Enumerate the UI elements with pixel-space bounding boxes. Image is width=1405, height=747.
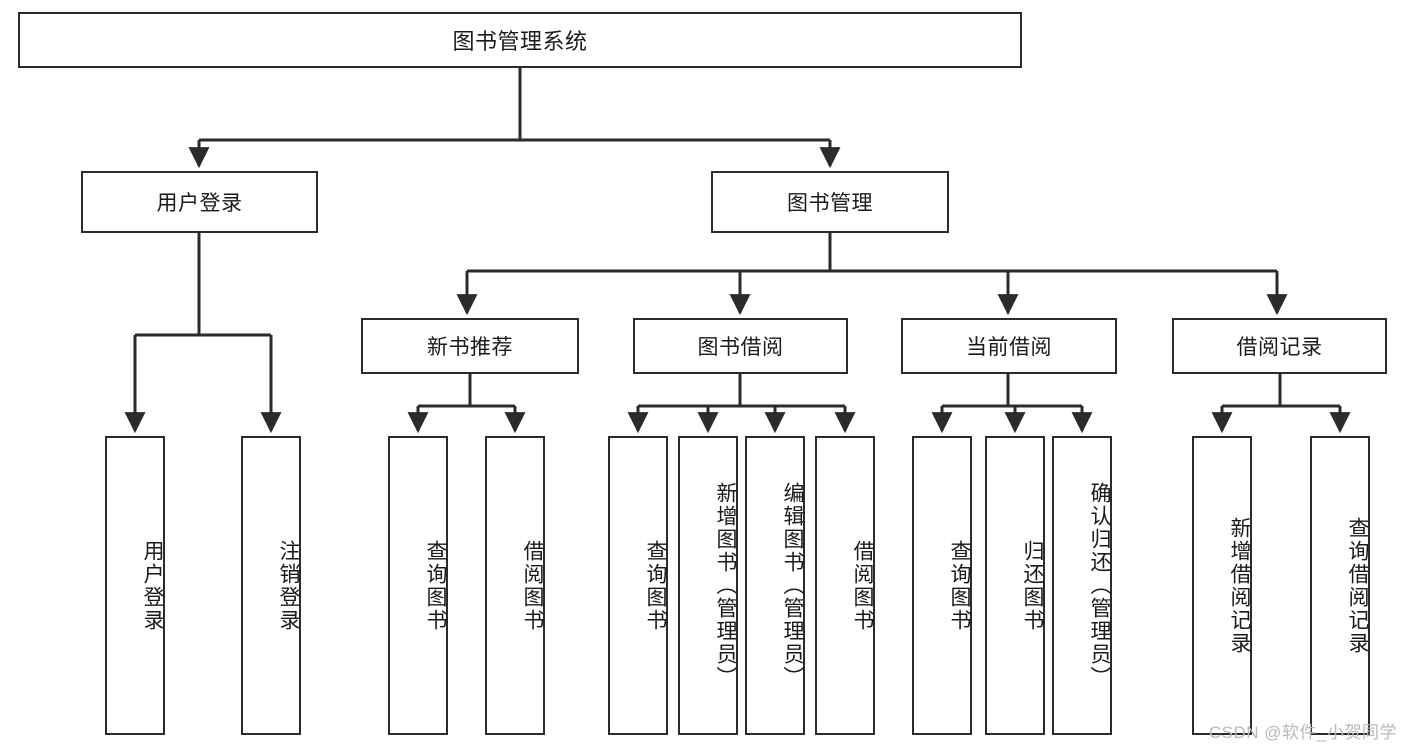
node-leaf-add-record-label: 新增借阅记录 [1228, 516, 1251, 655]
node-current-borrow-label: 当前借阅 [966, 336, 1052, 359]
node-leaf-add-book-label: 新增图书（管理员） [714, 482, 737, 689]
node-current-borrow[interactable]: 当前借阅 [901, 318, 1117, 374]
node-leaf-user-login-label: 用户登录 [141, 539, 164, 632]
node-user-login-label: 用户登录 [156, 192, 243, 215]
node-leaf-borrow-book-1-label: 借阅图书 [521, 539, 544, 632]
node-book-manage[interactable]: 图书管理 [711, 171, 949, 233]
node-leaf-borrow-book-2[interactable]: 借阅图书 [815, 436, 875, 735]
node-user-login[interactable]: 用户登录 [81, 171, 318, 233]
node-leaf-return-book-label: 归还图书 [1021, 539, 1044, 632]
node-borrow-record[interactable]: 借阅记录 [1172, 318, 1387, 374]
watermark-text: CSDN @软件_小贺同学 [1208, 723, 1397, 742]
node-leaf-user-logout[interactable]: 注销登录 [241, 436, 301, 735]
node-leaf-query-book-2-label: 查询图书 [644, 539, 667, 632]
node-leaf-edit-book[interactable]: 编辑图书（管理员） [745, 436, 805, 735]
node-leaf-query-book-3-label: 查询图书 [948, 539, 971, 632]
node-leaf-borrow-book-2-label: 借阅图书 [851, 539, 874, 632]
node-leaf-query-book-3[interactable]: 查询图书 [912, 436, 972, 735]
node-leaf-user-logout-label: 注销登录 [277, 539, 300, 632]
node-new-book-rec[interactable]: 新书推荐 [361, 318, 579, 374]
node-leaf-confirm-return[interactable]: 确认归还（管理员） [1052, 436, 1112, 735]
node-leaf-query-record-label: 查询借阅记录 [1346, 516, 1369, 655]
node-leaf-query-book-1[interactable]: 查询图书 [388, 436, 448, 735]
node-leaf-confirm-return-label: 确认归还（管理员） [1088, 482, 1111, 689]
node-leaf-query-book-1-label: 查询图书 [424, 539, 447, 632]
node-root-label: 图书管理系统 [452, 29, 588, 54]
node-root[interactable]: 图书管理系统 [18, 12, 1022, 68]
node-leaf-add-record[interactable]: 新增借阅记录 [1192, 436, 1252, 735]
node-leaf-user-login[interactable]: 用户登录 [105, 436, 165, 735]
node-leaf-edit-book-label: 编辑图书（管理员） [781, 482, 804, 689]
node-book-borrow[interactable]: 图书借阅 [633, 318, 848, 374]
node-leaf-borrow-book-1[interactable]: 借阅图书 [485, 436, 545, 735]
node-new-book-rec-label: 新书推荐 [427, 336, 513, 359]
node-leaf-query-book-2[interactable]: 查询图书 [608, 436, 668, 735]
node-leaf-query-record[interactable]: 查询借阅记录 [1310, 436, 1370, 735]
node-leaf-return-book[interactable]: 归还图书 [985, 436, 1045, 735]
node-leaf-add-book[interactable]: 新增图书（管理员） [678, 436, 738, 735]
node-book-borrow-label: 图书借阅 [697, 336, 784, 359]
node-book-manage-label: 图书管理 [787, 192, 873, 215]
node-borrow-record-label: 借阅记录 [1236, 336, 1323, 359]
